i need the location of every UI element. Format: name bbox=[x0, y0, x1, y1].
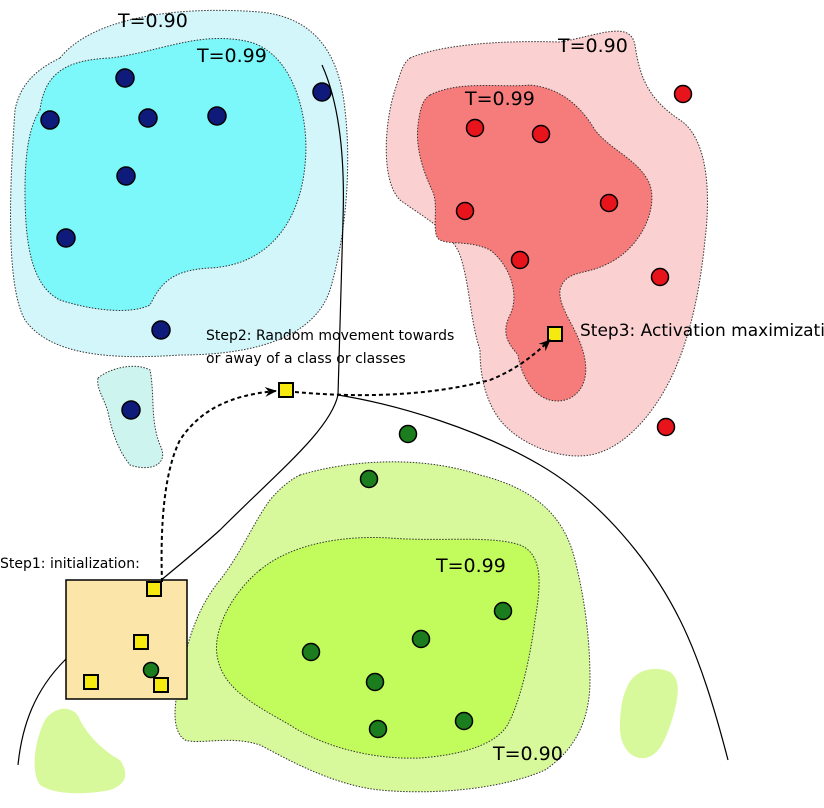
green-point bbox=[301, 642, 321, 662]
step2-trajectory-arrow bbox=[160, 386, 277, 583]
decision-boundary-horizontal bbox=[337, 394, 729, 761]
red-point bbox=[510, 250, 530, 270]
maximized-sample-square bbox=[547, 326, 563, 342]
step3-label: Step3: Activation maximization bbox=[580, 321, 824, 341]
green-point bbox=[398, 424, 418, 444]
red-point bbox=[656, 417, 676, 437]
green-region-patch-right bbox=[620, 668, 678, 759]
blue-point bbox=[312, 82, 332, 102]
blue-point bbox=[116, 166, 136, 186]
blue-point bbox=[115, 68, 135, 88]
green-class-points bbox=[142, 424, 513, 739]
red-inner-threshold-label: T=0.99 bbox=[464, 88, 535, 110]
green-point bbox=[411, 629, 431, 649]
blue-point bbox=[138, 108, 158, 128]
green-inner-threshold-label: T=0.99 bbox=[435, 555, 506, 577]
blue-point bbox=[56, 228, 76, 248]
step3-trajectory-arrow bbox=[294, 339, 551, 397]
sample-squares bbox=[83, 326, 563, 693]
step2-label-line2: or away of a class or classes bbox=[206, 351, 406, 367]
decision-boundary-vertical bbox=[17, 64, 345, 766]
green-region-patch-left bbox=[34, 708, 126, 794]
red-class-points bbox=[455, 84, 693, 437]
green-point bbox=[493, 601, 513, 621]
red-region-inner bbox=[416, 84, 653, 402]
step2-label-line1: Step2: Random movement towards bbox=[206, 328, 454, 344]
green-point bbox=[365, 672, 385, 692]
blue-region-inner bbox=[24, 38, 307, 311]
blue-point bbox=[207, 106, 227, 126]
step1-label: Step1: initialization: bbox=[0, 556, 140, 572]
blue-point bbox=[151, 320, 171, 340]
red-point bbox=[599, 193, 619, 213]
green-region-inner bbox=[216, 537, 540, 759]
green-outer-threshold-label: T=0.90 bbox=[492, 743, 563, 765]
green-point bbox=[454, 711, 474, 731]
sample-square bbox=[153, 677, 169, 693]
blue-inner-threshold-label: T=0.99 bbox=[196, 45, 267, 67]
blue-class-points bbox=[40, 68, 332, 420]
sample-square bbox=[83, 674, 99, 690]
sample-square bbox=[133, 634, 149, 650]
blue-point bbox=[40, 110, 60, 130]
red-point bbox=[650, 267, 670, 287]
green-point bbox=[359, 469, 379, 489]
red-point bbox=[465, 118, 485, 138]
green-point bbox=[368, 719, 388, 739]
red-outer-threshold-label: T=0.90 bbox=[557, 35, 628, 57]
sample-square bbox=[146, 581, 162, 597]
blue-outer-threshold-label: T=0.90 bbox=[117, 10, 188, 32]
red-point bbox=[531, 124, 551, 144]
moved-sample-square bbox=[278, 382, 294, 398]
red-point bbox=[455, 201, 475, 221]
green-point bbox=[142, 661, 160, 679]
red-point bbox=[673, 84, 693, 104]
blue-point bbox=[121, 400, 141, 420]
